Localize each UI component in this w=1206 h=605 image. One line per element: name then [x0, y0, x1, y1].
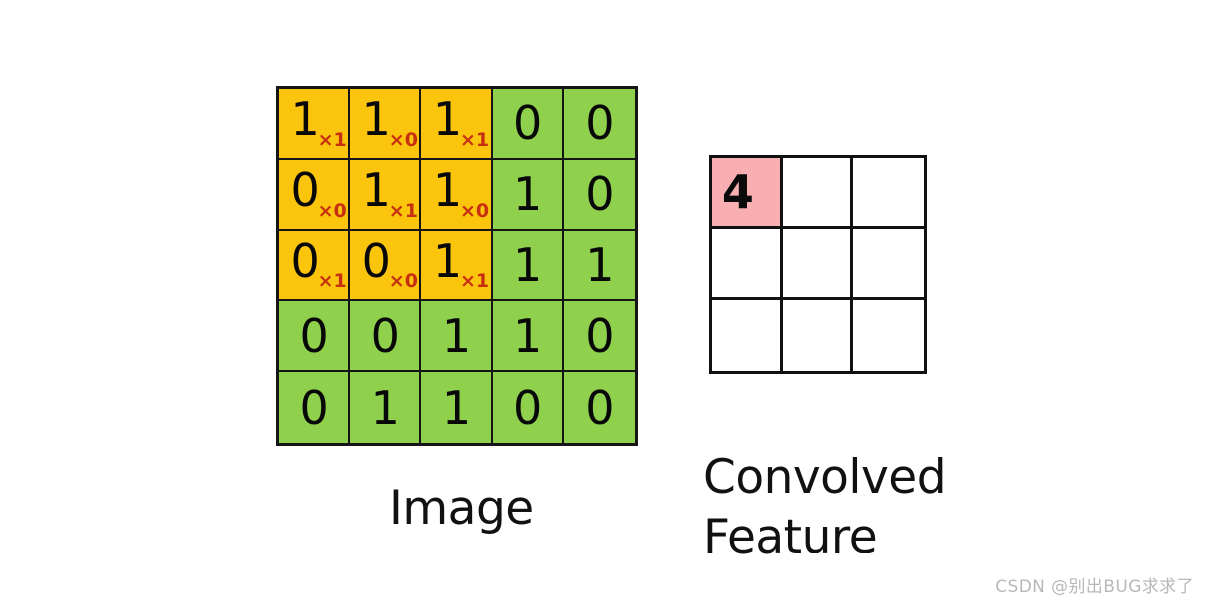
feature-cell-r3-c1 [712, 300, 783, 371]
image-cell-r3-c2: 0×0 [350, 230, 422, 302]
image-cell-r2-c2: 1×1 [350, 159, 422, 231]
image-cell-value: 0 [370, 308, 400, 363]
image-cell-r1-c2: 1×0 [350, 89, 422, 160]
feature-cell-value: 4 [721, 165, 754, 219]
image-cell-r4-c4: 1 [492, 301, 564, 373]
image-cell-value: 0 [585, 167, 614, 222]
image-cell-value: 1 [432, 233, 462, 288]
feature-cell-r3-c3 [853, 300, 924, 371]
convolved-feature-caption-line2: Feature [703, 508, 884, 569]
feature-cell-r2-c3 [853, 229, 924, 300]
image-cell-r2-c3: 1×0 [421, 159, 493, 231]
image-cell-r3-c3: 1×1 [421, 230, 493, 302]
image-cell-r5-c5: 0 [563, 372, 635, 443]
image-cell-value: 1 [290, 92, 319, 147]
image-cell-value: 1 [513, 308, 542, 363]
convolved-feature-caption-line1: Convolved [703, 450, 947, 505]
image-cell-value: 0 [299, 308, 328, 363]
image-cell-value: 0 [585, 308, 614, 363]
image-cell-value: 1 [370, 380, 400, 435]
image-cell-r1-c1: 1×1 [279, 89, 351, 160]
image-cell-r5-c2: 1 [350, 372, 422, 443]
image-cell-value: 1 [432, 92, 462, 147]
kernel-weight-label: ×1 [317, 128, 347, 151]
image-cell-r5-c1: 0 [279, 372, 351, 443]
feature-cell-r1-c3 [853, 158, 924, 229]
image-cell-value: 1 [513, 237, 542, 292]
feature-cell-r3-c2 [782, 300, 854, 371]
image-cell-value: 0 [299, 380, 328, 435]
image-cell-r3-c4: 1 [492, 230, 564, 302]
image-cell-r4-c1: 0 [279, 301, 351, 373]
image-cell-value: 0 [585, 380, 614, 435]
image-cell-value: 1 [361, 163, 391, 218]
image-cell-value: 0 [585, 96, 614, 151]
image-cell-value: 1 [585, 237, 614, 292]
image-cell-r5-c3: 1 [421, 372, 493, 443]
kernel-weight-label: ×1 [317, 270, 347, 293]
kernel-weight-label: ×0 [388, 128, 418, 151]
kernel-weight-label: ×0 [317, 199, 347, 222]
image-cell-value: 0 [290, 233, 319, 288]
image-cell-value: 0 [513, 380, 542, 435]
image-cell-r4-c3: 1 [421, 301, 493, 373]
convolved-feature-grid: 4 [709, 155, 927, 374]
feature-cell-r1-c2 [782, 158, 854, 229]
image-cell-value: 1 [441, 308, 471, 363]
image-cell-value: 1 [513, 167, 542, 222]
kernel-weight-label: ×1 [459, 270, 490, 293]
feature-cell-r2-c1 [712, 229, 783, 300]
image-cell-value: 1 [432, 163, 462, 218]
image-cell-value: 0 [361, 233, 391, 288]
kernel-weight-label: ×1 [459, 128, 490, 151]
image-cell-value: 0 [290, 163, 319, 218]
kernel-weight-label: ×0 [388, 270, 418, 293]
image-matrix-caption: Image [389, 481, 534, 536]
image-cell-r5-c4: 0 [492, 372, 564, 443]
image-cell-value: 1 [441, 380, 471, 435]
image-cell-value: 1 [361, 92, 391, 147]
csdn-watermark: CSDN @别出BUG求求了 [995, 577, 1194, 597]
image-cell-r1-c5: 0 [563, 89, 635, 160]
image-cell-r2-c5: 0 [563, 159, 635, 231]
image-cell-r2-c1: 0×0 [279, 159, 351, 231]
image-cell-r3-c1: 0×1 [279, 230, 351, 302]
image-cell-r1-c3: 1×1 [421, 89, 493, 160]
image-cell-value: 0 [513, 96, 542, 151]
feature-cell-r1-c1: 4 [712, 158, 783, 229]
image-cell-r4-c2: 0 [350, 301, 422, 373]
feature-cell-r2-c2 [782, 229, 854, 300]
image-cell-r4-c5: 0 [563, 301, 635, 373]
image-cell-r1-c4: 0 [492, 89, 564, 160]
kernel-weight-label: ×0 [459, 199, 490, 222]
kernel-weight-label: ×1 [388, 199, 418, 222]
image-cell-r2-c4: 1 [492, 159, 564, 231]
image-cell-r3-c5: 1 [563, 230, 635, 302]
